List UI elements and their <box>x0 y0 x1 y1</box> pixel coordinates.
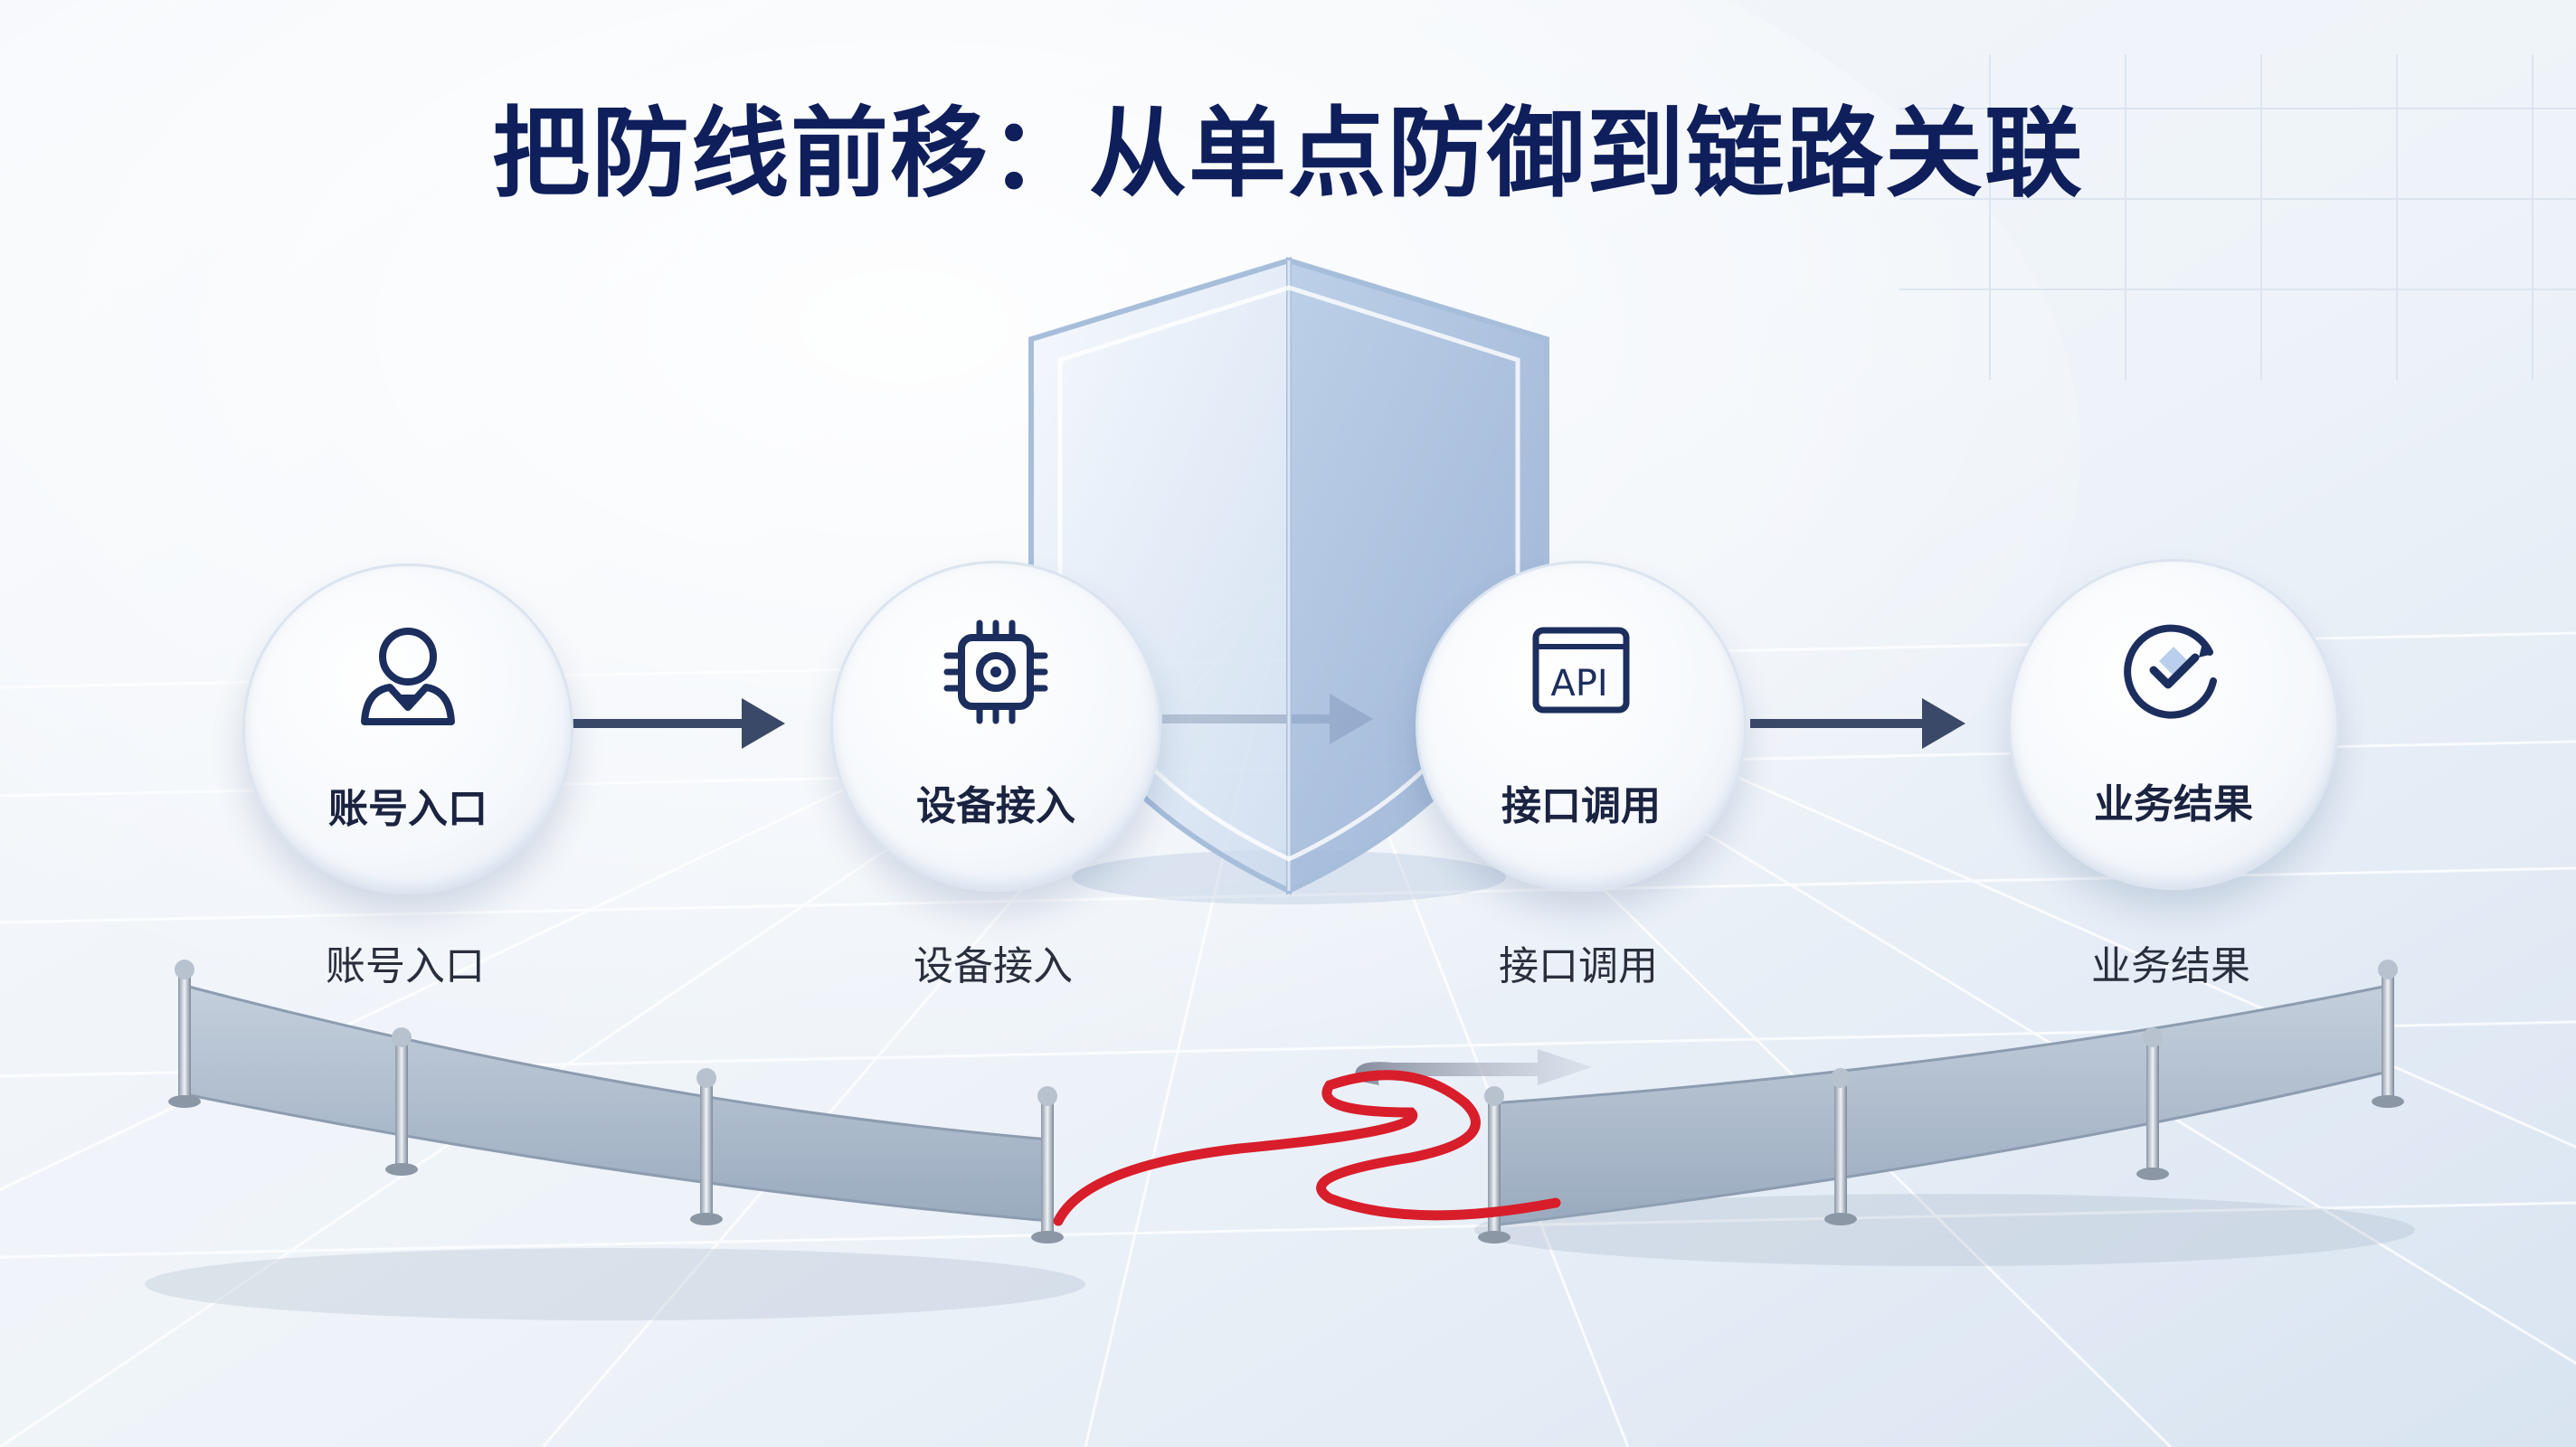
node-caption: 接口调用 <box>1499 943 1658 989</box>
api-icon-text: API <box>1550 663 1607 705</box>
node-label: 账号入口 <box>328 786 488 832</box>
user-icon <box>361 628 455 725</box>
barrier-posts <box>168 960 2404 1244</box>
node-label: 设备接入 <box>916 783 1075 829</box>
breach-path <box>1053 1070 1561 1226</box>
api-icon: API <box>1532 627 1630 714</box>
background-grid-pattern <box>1899 54 2576 380</box>
node-business-result: 业务结果 <box>2008 559 2339 890</box>
node-account-entry: 账号入口 <box>242 563 573 894</box>
node-device-access: 设备接入 <box>830 561 1161 892</box>
node-api-call: API 接口调用 <box>1416 561 1747 892</box>
node-caption: 设备接入 <box>914 943 1073 989</box>
node-label: 业务结果 <box>2094 781 2253 828</box>
page-title: 把防线前移：从单点防御到链路关联 <box>491 98 2084 211</box>
node-caption: 账号入口 <box>326 943 485 989</box>
chip-icon <box>943 619 1048 724</box>
check-circle-icon <box>2124 624 2217 719</box>
node-caption: 业务结果 <box>2091 943 2250 989</box>
node-label: 接口调用 <box>1501 783 1661 829</box>
